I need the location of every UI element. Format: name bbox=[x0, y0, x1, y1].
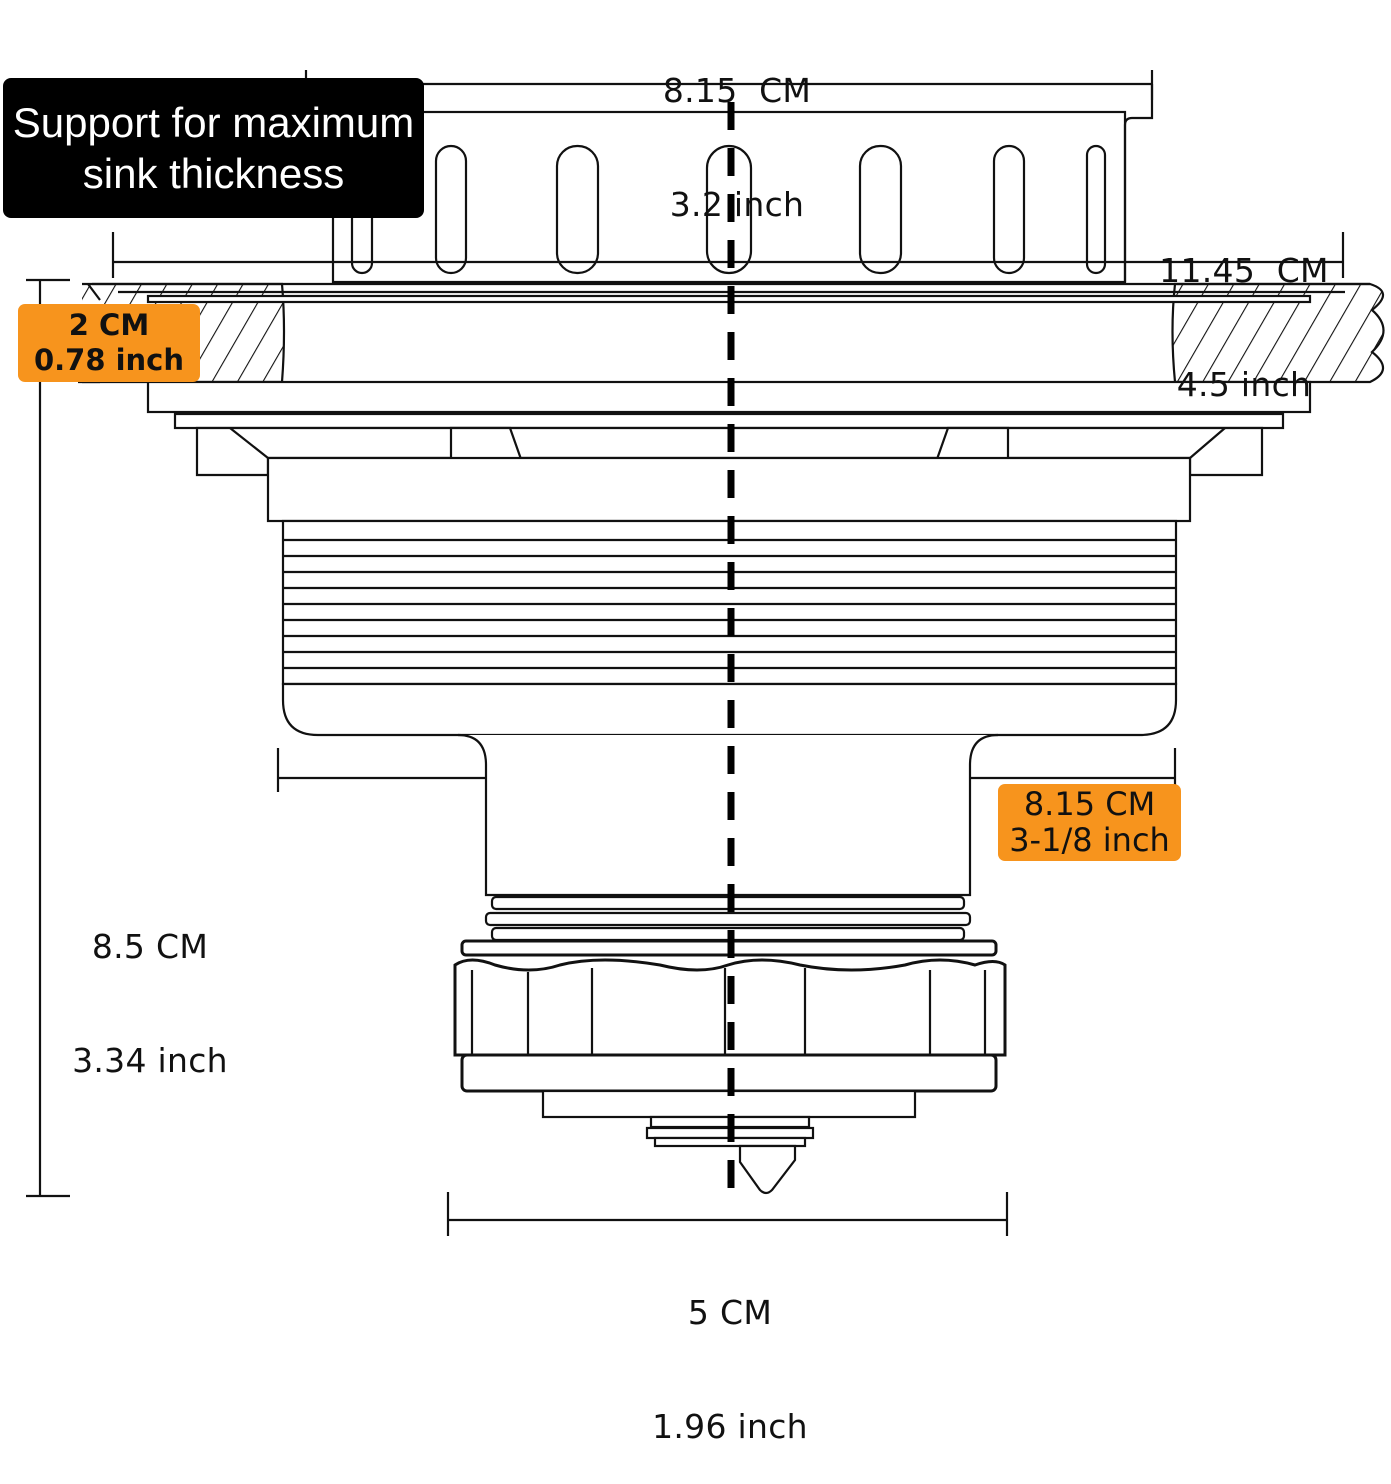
sink-thickness-callout: Support for maximum sink thickness bbox=[3, 78, 424, 218]
flange-width-metric: 11.45 CM bbox=[1159, 251, 1329, 290]
total-height-metric: 8.5 CM bbox=[91, 927, 209, 966]
basket-width-label: 8.15 CM 3.2 inch bbox=[617, 0, 857, 262]
basket-width-metric: 8.15 CM bbox=[662, 71, 812, 110]
body-width-metric: 8.15 CM bbox=[1023, 785, 1156, 823]
height-dimension-line bbox=[26, 278, 70, 1198]
total-height-label: 8.5 CM 3.34 inch bbox=[60, 852, 240, 1118]
flange-width-imperial: 4.5 inch bbox=[1176, 365, 1312, 404]
sink-thickness-badge: 2 CM 0.78 inch bbox=[18, 304, 200, 382]
basket-width-imperial: 3.2 inch bbox=[669, 185, 805, 224]
body-width-imperial: 3-1/8 inch bbox=[1009, 821, 1170, 859]
nut-width-metric: 5 CM bbox=[687, 1293, 773, 1332]
callout-line-1: Support for maximum bbox=[12, 99, 415, 146]
body-width-badge: 8.15 CM 3-1/8 inch bbox=[998, 784, 1181, 861]
sink-section-right bbox=[1171, 282, 1385, 384]
callout-line-2: sink thickness bbox=[82, 150, 345, 197]
sink-thickness-metric: 2 CM bbox=[68, 308, 150, 342]
nut-width-dimension-line bbox=[446, 1192, 1009, 1236]
nut-width-label: 5 CM 1.96 inch bbox=[610, 1218, 850, 1484]
sink-thickness-indicator bbox=[78, 283, 101, 384]
flange-width-label: 11.45 CM 4.5 inch bbox=[1124, 176, 1364, 442]
total-height-imperial: 3.34 inch bbox=[72, 1041, 228, 1080]
sink-thickness-imperial: 0.78 inch bbox=[33, 343, 185, 377]
strainer-drawing bbox=[26, 70, 1385, 1236]
nut-width-imperial: 1.96 inch bbox=[652, 1407, 808, 1446]
